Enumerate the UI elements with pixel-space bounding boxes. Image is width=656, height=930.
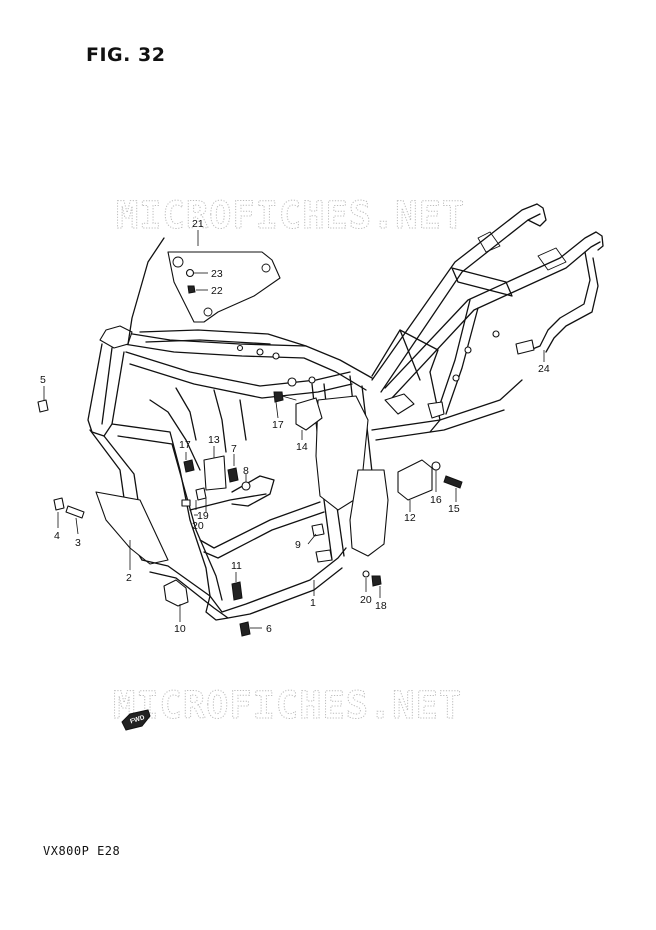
main-frame-drawing (87, 203, 604, 621)
callout-20-right: 20 (360, 594, 372, 606)
callout-18: 18 (375, 600, 387, 612)
callout-15: 15 (448, 503, 460, 515)
figure-title: FIG. 32 (86, 44, 166, 66)
watermark-bottom: MICROFICHES.NET (113, 684, 462, 727)
callout-2: 2 (126, 572, 132, 584)
callout-21: 21 (192, 218, 204, 230)
callout-16: 16 (430, 494, 442, 506)
callout-13: 13 (208, 434, 220, 446)
fwd-direction-arrow: FWD (121, 709, 151, 731)
callout-8: 8 (243, 465, 249, 477)
callout-5: 5 (40, 374, 46, 386)
callout-19: 19 (197, 510, 209, 522)
callout-24: 24 (538, 363, 550, 375)
callout-1: 1 (310, 597, 316, 609)
callout-10: 10 (174, 623, 186, 635)
part-callouts: 1 2 3 4 5 6 7 8 9 10 11 12 13 14 15 16 1… (40, 218, 550, 635)
fwd-label: FWD (129, 714, 146, 725)
callout-14: 14 (296, 441, 308, 453)
callout-17-upper: 17 (272, 419, 284, 431)
callout-20-left: 20 (192, 520, 204, 532)
callout-11: 11 (231, 560, 242, 572)
watermark-top: MICROFICHES.NET (116, 194, 465, 237)
callout-22: 22 (211, 285, 223, 297)
callout-9: 9 (295, 539, 301, 551)
callout-12: 12 (404, 512, 416, 524)
leader-lines (43, 230, 545, 629)
callout-6: 6 (266, 623, 272, 635)
model-code: VX800P E28 (43, 844, 121, 858)
callout-3: 3 (75, 537, 81, 549)
callout-7: 7 (231, 443, 237, 455)
callout-23: 23 (211, 268, 223, 280)
callout-4: 4 (54, 530, 60, 542)
callout-17-left: 17 (179, 439, 191, 451)
side-cover-panel (127, 237, 281, 345)
fasteners (37, 268, 463, 637)
